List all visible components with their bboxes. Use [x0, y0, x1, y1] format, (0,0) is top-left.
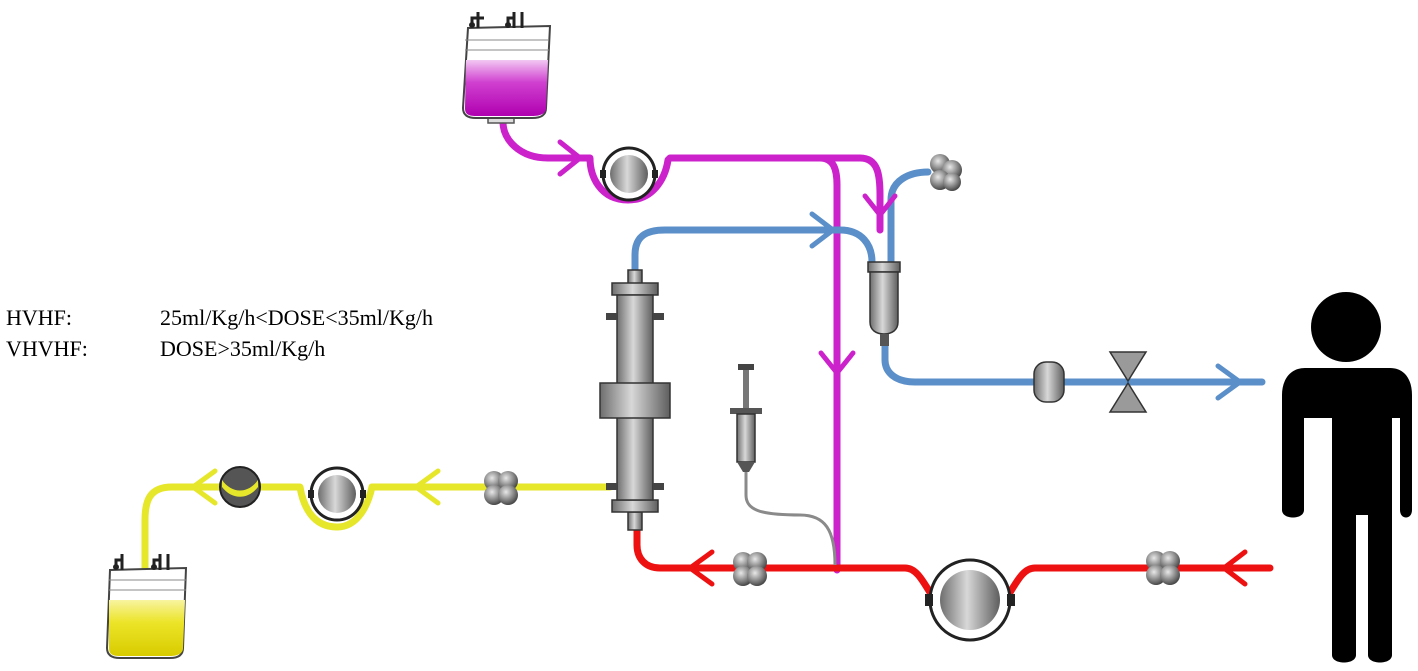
- dose-mode-label: VHVHF:: [6, 336, 88, 361]
- air-detector: [1033, 361, 1065, 403]
- hemofilter: [599, 269, 671, 531]
- replacement-fluid-bag: [461, 12, 552, 124]
- effluent-line: [141, 483, 614, 624]
- dose-range-label: DOSE>35ml/Kg/h: [160, 336, 326, 361]
- dose-row-vhvhf: VHVHF: DOSE>35ml/Kg/h: [6, 333, 433, 364]
- blood-pump: [925, 558, 1015, 642]
- venous-return-line: [631, 168, 1266, 386]
- effluent-pump: [308, 466, 366, 522]
- pressure-sensor-icon: [1146, 551, 1180, 585]
- venous-clamp-icon: [1108, 351, 1148, 413]
- dose-row-hvhf: HVHF: 25ml/Kg/h<DOSE<35ml/Kg/h: [6, 302, 433, 333]
- dose-labels: HVHF: 25ml/Kg/h<DOSE<35ml/Kg/h VHVHF: DO…: [6, 302, 433, 364]
- dose-mode-label: HVHF:: [6, 305, 73, 330]
- anticoagulant-syringe: [730, 364, 762, 472]
- replacement-fluid-line: [499, 118, 884, 574]
- replacement-pump: [600, 146, 658, 202]
- pressure-sensor-icon: [733, 552, 767, 586]
- patient-icon: [1282, 292, 1412, 663]
- effluent-bag: [105, 554, 188, 659]
- pressure-sensor-icon: [484, 471, 518, 505]
- anticoagulant-line: [744, 470, 837, 566]
- dose-range-label: 25ml/Kg/h<DOSE<35ml/Kg/h: [160, 305, 433, 330]
- flow-arrow: [190, 139, 1248, 587]
- pressure-sensor-icon: [930, 154, 962, 191]
- blood-leak-detector: [219, 466, 261, 508]
- venous-bubble-trap: [867, 261, 901, 346]
